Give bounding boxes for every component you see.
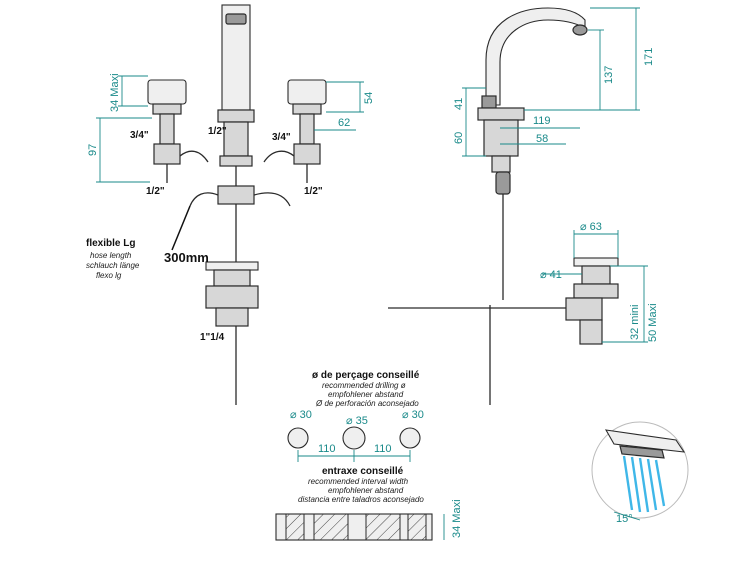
hose-line3: flexo lg [96, 271, 122, 280]
drilling-line3: Ø de perforación aconsejado [315, 399, 419, 408]
right-valve-shank [299, 113, 315, 145]
waste-body [205, 285, 259, 309]
spacing-110-b: 110 [374, 443, 392, 455]
side-body [483, 119, 519, 157]
front-dimensions: 34 Maxi 97 54 62 3/4" 3/4" 1/2" 1/2" 1/2… [87, 73, 375, 343]
spout-base [217, 109, 255, 123]
drilling-line1: recommended drilling ø [322, 381, 406, 390]
thread-1-2-left: 1/2" [146, 186, 165, 197]
thread-1-2-center: 1/2" [208, 126, 227, 137]
hatch-2 [313, 513, 349, 541]
hole-right [399, 427, 421, 449]
left-valve-nut [153, 143, 181, 165]
dim-97: 97 [87, 144, 99, 156]
side-waste-tail [579, 319, 603, 345]
mixing-pipe-left [189, 192, 219, 207]
dim-62: 62 [338, 117, 350, 129]
spout-arc [485, 7, 586, 106]
dim-34-maxi: 34 Maxi [109, 73, 121, 112]
dim-41b: ⌀ 41 [540, 269, 562, 281]
hose-note: flexible Lg hose length schlauch länge f… [86, 205, 209, 280]
aerator-detail: 15° [591, 421, 689, 525]
waste-body-top [213, 269, 251, 287]
spout-outlet [225, 13, 247, 25]
right-valve-nut [293, 143, 321, 165]
dim-41: 41 [453, 98, 465, 110]
left-valve-shank [159, 113, 175, 145]
interval-line3: distancia entre taladros aconsejado [298, 495, 424, 504]
hatch-3 [365, 513, 401, 541]
dim-54: 54 [363, 92, 375, 104]
side-waste-body [581, 265, 611, 285]
side-waste-pivot [565, 297, 603, 321]
dim-34-maxi-b: 34 Maxi [451, 499, 463, 538]
spout-aerator [572, 24, 588, 36]
drilling-title: ø de perçage conseillé [312, 370, 420, 381]
waste-thread: 1"1/4 [200, 332, 225, 343]
drilling-section: ø de perçage conseillé recommended drill… [275, 370, 463, 541]
dim-50-maxi: 50 Maxi [647, 303, 659, 342]
right-handle [287, 79, 327, 105]
hole-left [287, 427, 309, 449]
thread-3-4-left: 3/4" [130, 130, 149, 141]
hole-center [342, 426, 366, 450]
hatch-4 [407, 513, 427, 541]
dim-119: 119 [533, 115, 551, 127]
hose-length: 300mm [164, 250, 209, 265]
waste-flange [205, 261, 259, 271]
dim-60: 60 [453, 132, 465, 144]
mixing-pipe-right [253, 192, 291, 207]
hole-30-left: ⌀ 30 [290, 409, 312, 421]
interval-title: entraxe conseillé [322, 466, 404, 477]
hatch-1 [285, 513, 305, 541]
aerator-angle: 15° [616, 513, 633, 525]
side-dimensions: 41 60 119 58 137 171 ⌀ 63 ⌀ 41 32 mini 5… [453, 7, 659, 343]
interval-line2: empfohlener abstand [328, 486, 404, 495]
dim-137: 137 [603, 66, 615, 84]
spout-nut [219, 155, 253, 167]
waste-tail [215, 307, 249, 327]
hose-title: flexible Lg [86, 238, 135, 249]
hole-30-right: ⌀ 30 [402, 409, 424, 421]
side-base [477, 107, 525, 121]
side-nut [495, 171, 511, 195]
interval-line1: recommended interval width [308, 477, 409, 486]
side-shank [491, 155, 511, 173]
hole-35: ⌀ 35 [346, 415, 368, 427]
mixing-block [217, 185, 255, 205]
left-handle-rose [152, 103, 182, 115]
hose-line1: hose length [90, 251, 132, 260]
front-view [147, 4, 327, 405]
dim-171: 171 [643, 48, 655, 66]
dim-58: 58 [536, 133, 548, 145]
aerator-face [619, 445, 665, 459]
right-connector-pipe [263, 150, 295, 163]
side-waste-collar [573, 283, 619, 299]
left-connector-pipe [179, 150, 209, 163]
thread-1-2-right: 1/2" [304, 186, 323, 197]
spacing-110-a: 110 [318, 443, 336, 455]
dim-32-mini: 32 mini [629, 305, 641, 340]
side-waste-flange [573, 257, 619, 267]
left-handle [147, 79, 187, 105]
dim-63: ⌀ 63 [580, 221, 602, 233]
popup-lever [481, 95, 497, 109]
hose-line2: schlauch länge [86, 261, 140, 270]
right-handle-rose [292, 103, 322, 115]
drilling-line2: empfohlener abstand [328, 390, 404, 399]
spout-shank [223, 121, 249, 157]
aerator-body [604, 429, 686, 453]
side-view [388, 7, 619, 405]
thread-3-4-right: 3/4" [272, 132, 291, 143]
